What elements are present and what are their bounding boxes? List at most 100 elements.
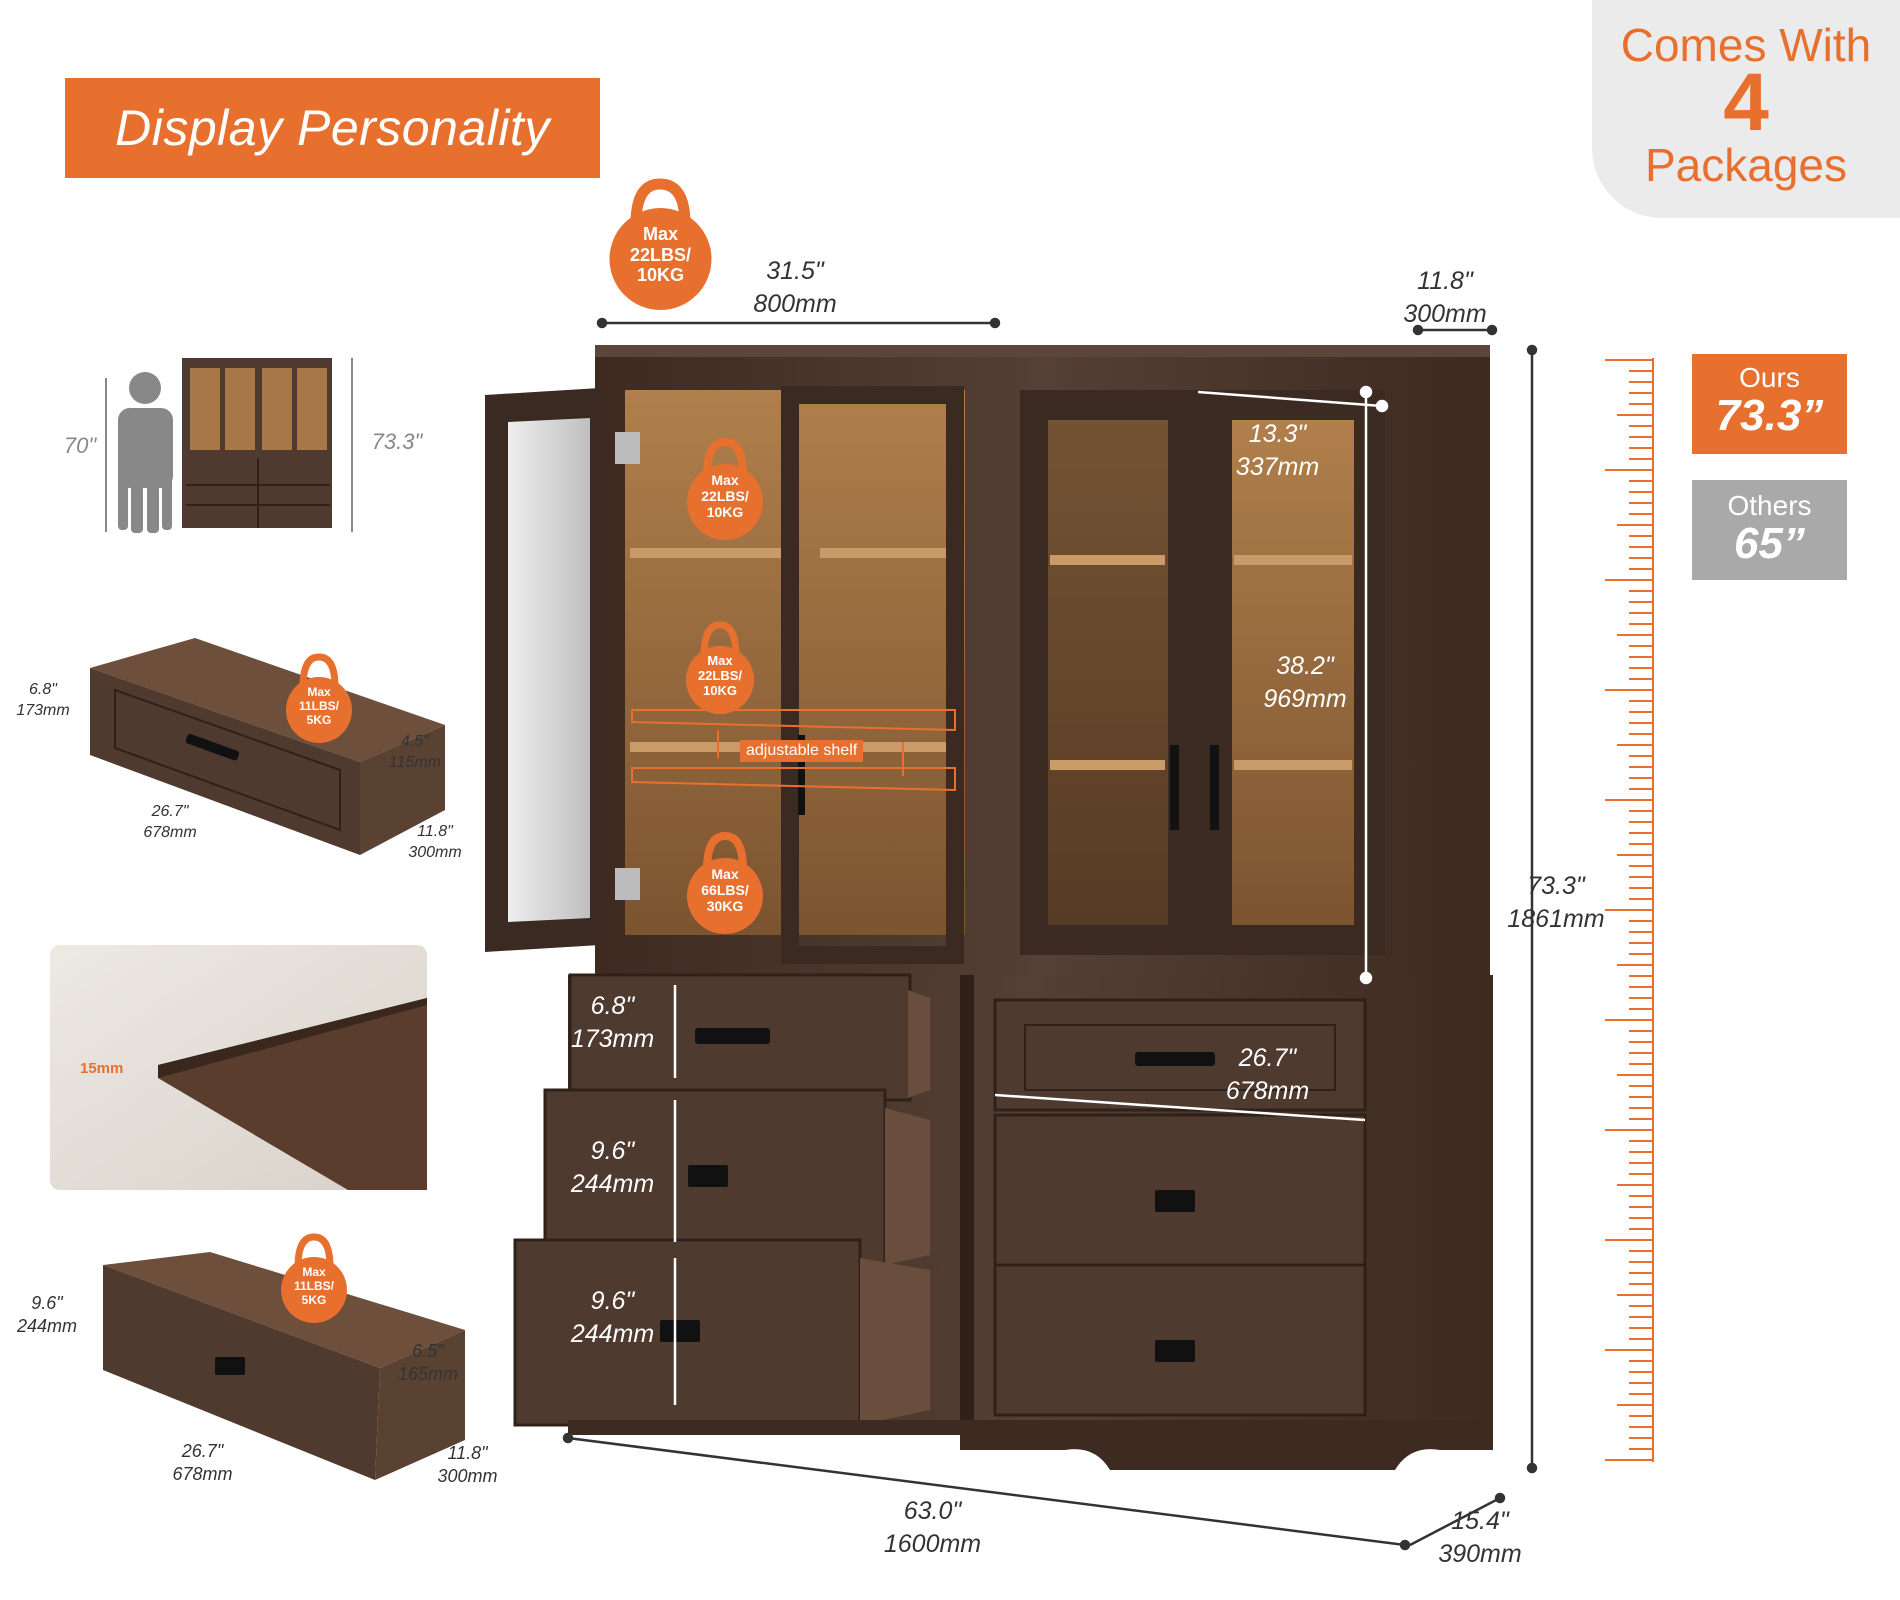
dim-total-depth: 15.4" 390mm xyxy=(1425,1505,1535,1570)
dim-cabinet-width: 31.5" 800mm xyxy=(730,255,860,320)
dim-small-drawer-height-in: 6.8" xyxy=(29,681,57,698)
dim-depth-top: 11.8" 300mm xyxy=(1390,265,1500,330)
adjustable-shelf-outline xyxy=(631,709,956,792)
dimension-lines xyxy=(562,317,1538,1551)
dim-total-height-in: 73.3" xyxy=(1527,872,1585,900)
dim-small-drawer-inner: 4.5" 115mm xyxy=(380,732,450,774)
weight-badge-middle-shelf: Max 22LBS/ 10KG xyxy=(685,620,755,715)
headline-text: Display Personality xyxy=(115,100,550,156)
packages-line1: Comes With xyxy=(1620,19,1872,71)
dim-door-height-mm: 969mm xyxy=(1263,684,1347,713)
weight-badge-large-drawer: Max 11LBS/ 5KG xyxy=(280,1232,348,1324)
others-label: Others xyxy=(1727,490,1812,521)
dim-total-depth-in: 15.4" xyxy=(1451,1507,1509,1535)
weight-bottom-line2: 66LBS/ xyxy=(701,882,749,899)
packages-count: 4 xyxy=(1723,57,1769,148)
headline-badge: Display Personality xyxy=(65,78,600,178)
weight-large-drawer-line3: 5KG xyxy=(301,1292,327,1307)
weight-upper-line1: Max xyxy=(711,472,739,488)
dim-door-width-in: 13.3" xyxy=(1248,420,1307,448)
dim-large-drawer-depth-mm: 300mm xyxy=(437,1466,498,1487)
dim-drawer2-mm: 244mm xyxy=(570,1169,655,1198)
board-thickness-label: 15mm xyxy=(80,1060,124,1077)
dim-person-height: 70" xyxy=(63,433,97,458)
others-height-badge: Others 65” xyxy=(1692,480,1847,580)
dim-small-drawer-height: 6.8" 173mm xyxy=(8,680,78,722)
dim-small-drawer-width-in: 26.7" xyxy=(151,803,189,820)
weight-bottom-line3: 30KG xyxy=(706,898,744,915)
small-height-arrows xyxy=(105,358,353,532)
weight-large-drawer-line2: 11LBS/ xyxy=(293,1278,335,1293)
dim-depth-top-in: 11.8" xyxy=(1417,267,1473,295)
weight-bottom-line1: Max xyxy=(711,866,739,882)
dim-small-drawer-inner-in: 4.5" xyxy=(401,733,429,750)
dim-drawer1-in: 6.8" xyxy=(590,992,635,1020)
dim-small-drawer-depth-in: 11.8" xyxy=(417,823,453,840)
weight-middle-line2: 22LBS/ xyxy=(697,667,743,683)
others-value: 65” xyxy=(1734,519,1805,568)
dim-drawer2: 9.6" 244mm xyxy=(560,1135,665,1200)
large-drawer-illustration xyxy=(103,1252,465,1480)
weight-badge-top: Max 22LBS/ 10KG xyxy=(608,176,713,311)
dim-drawer3: 9.6" 244mm xyxy=(560,1285,665,1350)
dim-drawer1-mm: 173mm xyxy=(570,1024,655,1053)
dim-right-drawer-width-mm: 678mm xyxy=(1225,1076,1310,1105)
dim-cabinet-width-mm: 800mm xyxy=(753,289,837,318)
ours-height-badge: Ours 73.3” xyxy=(1692,354,1847,454)
dim-total-width-mm: 1600mm xyxy=(883,1529,982,1558)
weight-small-drawer-line3: 5KG xyxy=(306,712,332,727)
weight-large-drawer-line1: Max xyxy=(302,1265,326,1279)
dim-cabinet-width-in: 31.5" xyxy=(766,257,824,285)
weight-badge-bottom-shelf: Max 66LBS/ 30KG xyxy=(686,830,764,935)
dim-drawer2-in: 9.6" xyxy=(590,1137,635,1165)
dim-large-drawer-depth: 11.8" 300mm xyxy=(430,1442,505,1489)
dim-small-drawer-depth: 11.8" 300mm xyxy=(400,822,470,864)
weight-upper-line3: 10KG xyxy=(706,504,744,521)
weight-small-drawer-line2: 11LBS/ xyxy=(298,698,340,713)
dim-right-drawer-width-in: 26.7" xyxy=(1238,1044,1297,1072)
dim-total-width: 63.0" 1600mm xyxy=(870,1495,995,1560)
weight-small-drawer-line1: Max xyxy=(307,685,331,699)
dim-small-drawer-height-mm: 173mm xyxy=(16,701,70,719)
packages-badge: Comes With 4 Packages xyxy=(1592,0,1900,218)
dim-drawer3-mm: 244mm xyxy=(570,1319,655,1348)
weight-middle-line3: 10KG xyxy=(703,682,737,698)
dim-small-drawer-width-mm: 678mm xyxy=(143,823,197,841)
dim-large-drawer-inner-mm: 165mm xyxy=(397,1364,459,1385)
dim-small-drawer-depth-mm: 300mm xyxy=(408,843,462,861)
dim-small-drawer-width: 26.7" 678mm xyxy=(135,802,205,844)
weight-top-line2: 22LBS/ xyxy=(629,244,692,265)
dim-large-drawer-height-mm: 244mm xyxy=(16,1316,78,1337)
dim-large-drawer-height-in: 9.6" xyxy=(31,1293,63,1313)
adjustable-shelf-label: adjustable shelf xyxy=(740,740,864,762)
person-silhouette xyxy=(118,372,173,533)
weight-upper-line2: 22LBS/ xyxy=(701,488,749,505)
weight-middle-line1: Max xyxy=(707,653,733,668)
weight-top-line3: 10KG xyxy=(636,265,685,286)
board-photo xyxy=(50,945,427,1190)
dim-drawer3-in: 9.6" xyxy=(590,1287,635,1315)
dim-large-drawer-height: 9.6" 244mm xyxy=(12,1292,82,1339)
weight-top-line1: Max xyxy=(642,224,678,244)
dim-door-height-in: 38.2" xyxy=(1276,652,1334,680)
packages-line3: Packages xyxy=(1644,139,1847,191)
ours-value: 73.3” xyxy=(1715,391,1824,440)
dim-right-drawer-width: 26.7" 678mm xyxy=(1215,1042,1320,1107)
dim-depth-top-mm: 300mm xyxy=(1403,299,1487,328)
dim-door-width: 13.3" 337mm xyxy=(1225,418,1330,483)
white-dimension-lines xyxy=(673,385,1389,1405)
ours-label: Ours xyxy=(1739,362,1800,393)
dim-total-height-mm: 1861mm xyxy=(1507,904,1605,933)
dim-small-drawer-inner-mm: 115mm xyxy=(388,753,442,771)
dresser xyxy=(513,350,1493,1470)
dim-large-drawer-depth-in: 11.8" xyxy=(447,1443,488,1463)
dim-large-drawer-width: 26.7" 678mm xyxy=(165,1440,240,1487)
dim-total-width-in: 63.0" xyxy=(903,1497,962,1525)
dim-total-depth-mm: 390mm xyxy=(1438,1539,1522,1568)
dim-large-drawer-inner-in: 6.5" xyxy=(412,1341,444,1361)
dim-large-drawer-width-in: 26.7" xyxy=(181,1441,224,1461)
dim-large-drawer-inner: 6.5" 165mm xyxy=(393,1340,463,1387)
small-drawer-illustration xyxy=(90,638,445,855)
dim-door-height: 38.2" 969mm xyxy=(1250,650,1360,715)
